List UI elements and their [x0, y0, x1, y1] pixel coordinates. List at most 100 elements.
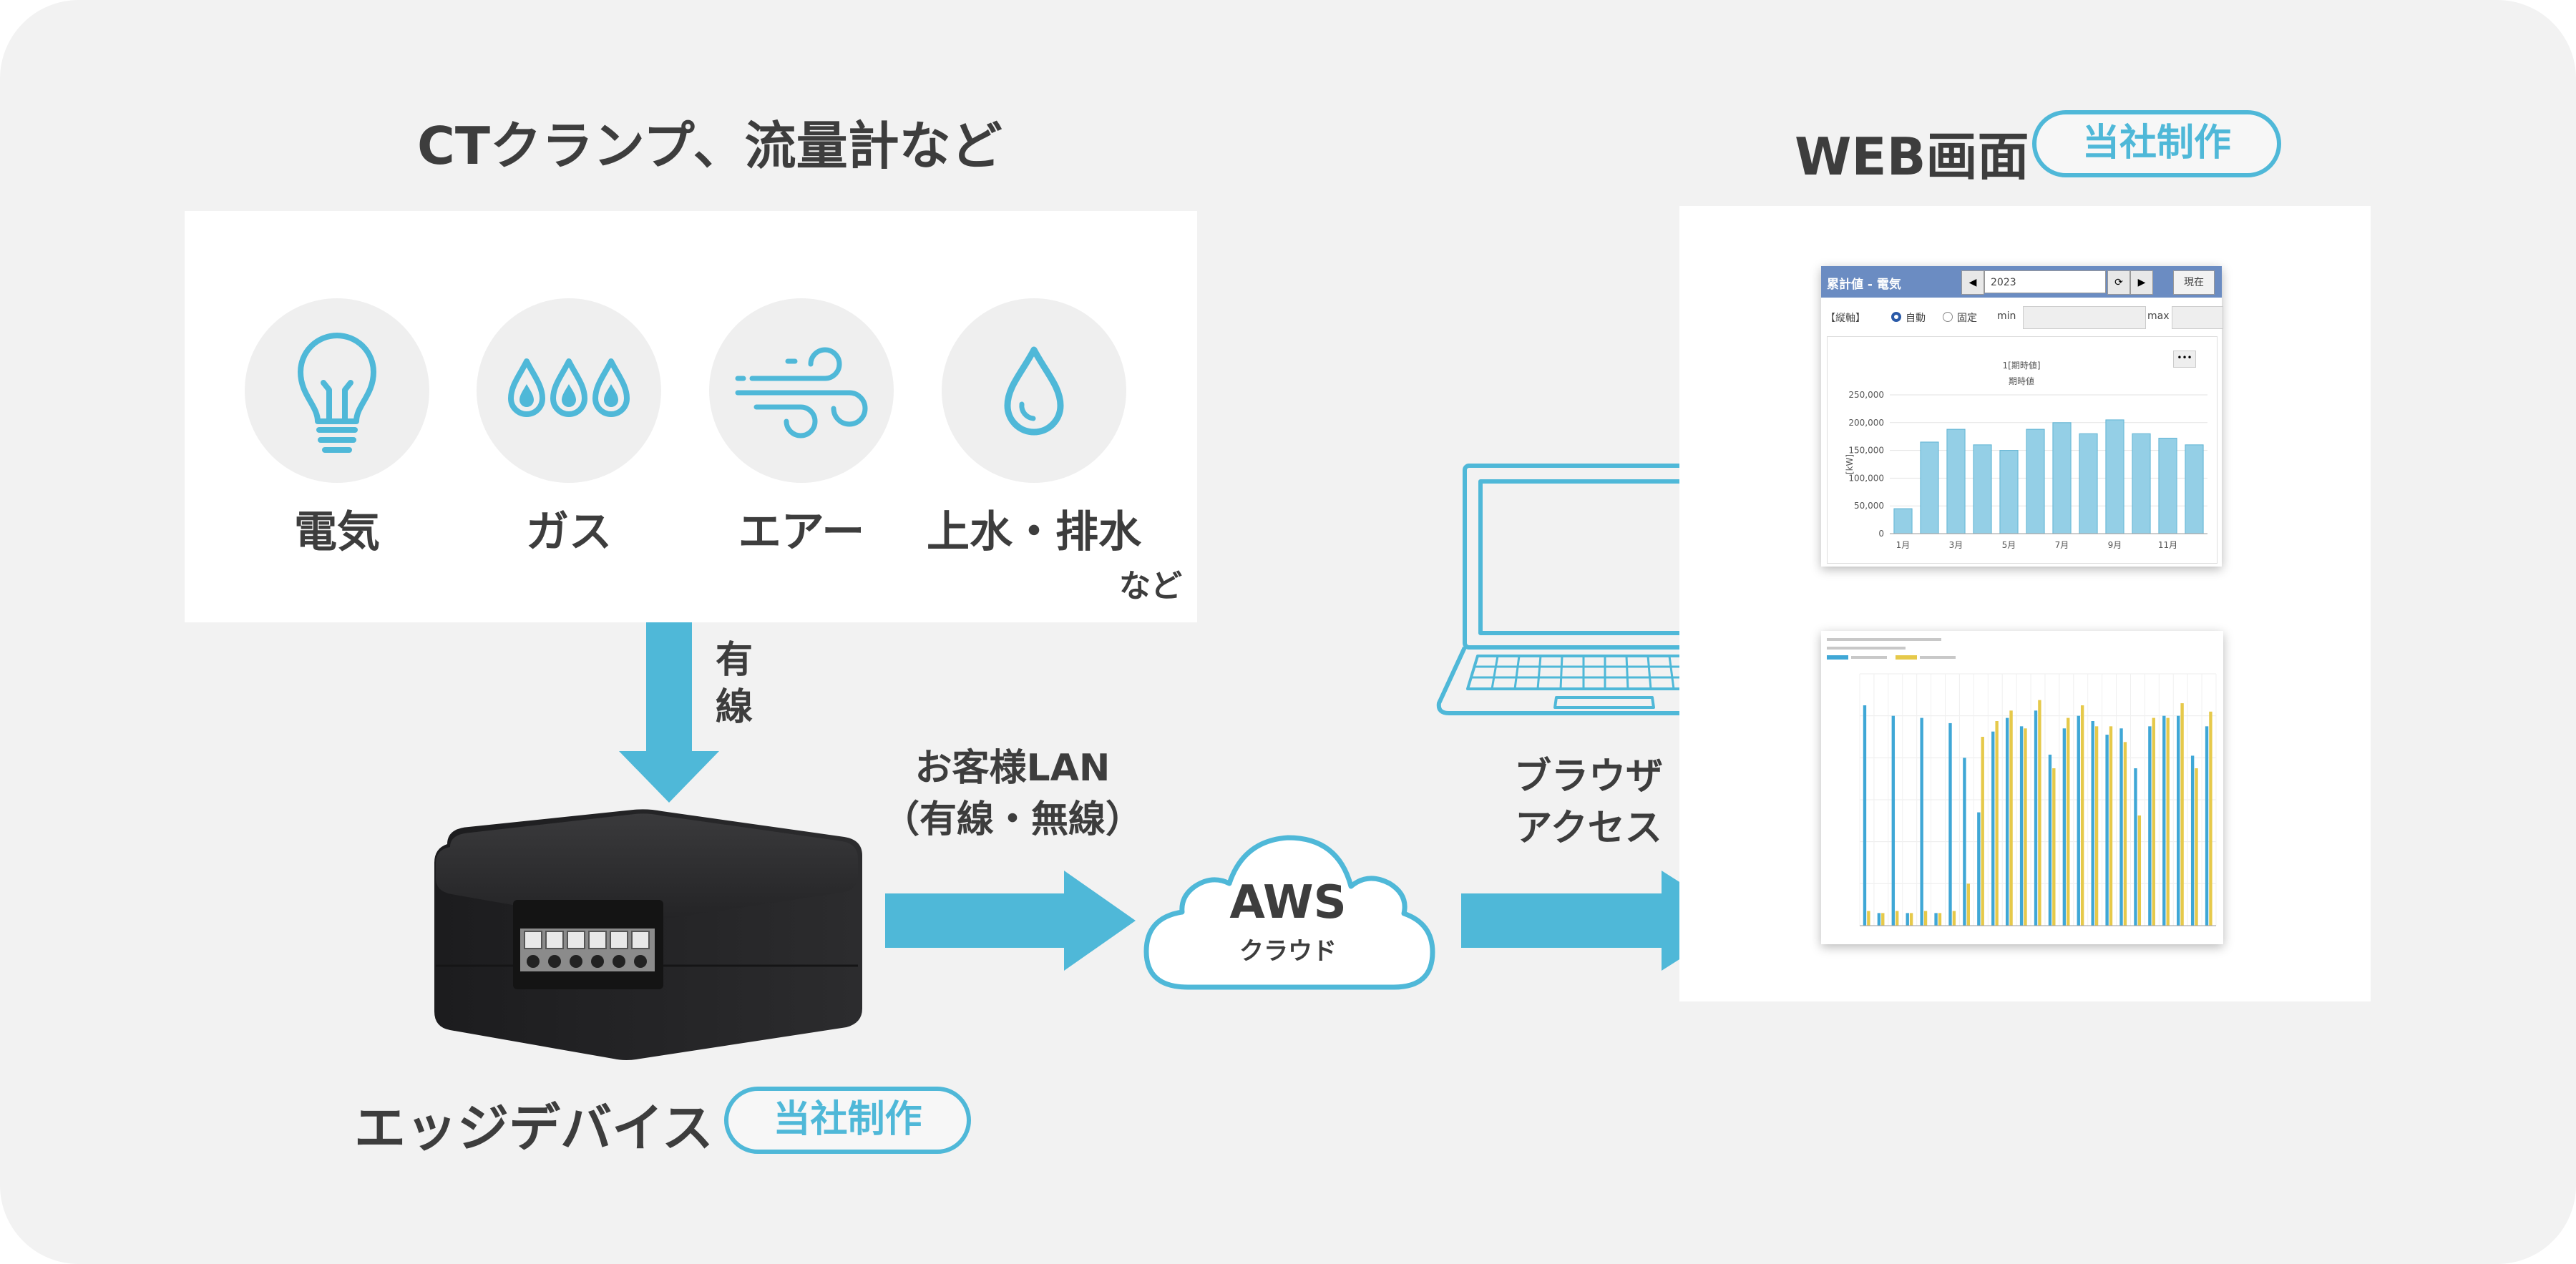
chart2-bar-a	[2190, 755, 2195, 926]
chart1-bar	[2132, 433, 2151, 534]
chart1-xtick-label: 1月	[1896, 540, 1911, 550]
lan-arrow	[885, 871, 1136, 971]
chart2-bar-a	[2205, 726, 2209, 926]
chart1-xtick-label: 11月	[2158, 540, 2177, 550]
chart2-bar-b	[2067, 717, 2070, 926]
chart1-ytick-label: 0	[1878, 529, 1884, 539]
cloud-name: AWS	[1229, 876, 1347, 929]
chart2-bar-a	[2134, 768, 2137, 926]
lan-label-line2: （有線・無線）	[882, 798, 1143, 841]
lan-label-line1: お客様LAN	[914, 747, 1111, 790]
water-label: 上水・排水	[927, 507, 1141, 557]
screen2-legend-swatch-a	[1827, 655, 1848, 660]
chart2-bar-a	[1877, 913, 1881, 926]
screen1-prev-button[interactable]: ◀	[1961, 270, 1984, 295]
screen1-now-button[interactable]: 現在	[2173, 270, 2215, 295]
wired-label: 有 線	[716, 637, 753, 731]
chart2-bar-b	[2152, 717, 2155, 926]
screen2-option-row-2	[1827, 647, 1906, 650]
screen1-legend: 期時値	[2008, 376, 2034, 386]
edge-device-badge: 当社制作	[724, 1087, 971, 1154]
chart1-bar	[1946, 428, 1966, 534]
chart2-bar-a	[1948, 722, 1952, 926]
edge-device-image	[434, 809, 862, 1060]
chart2-bar-b	[1896, 911, 1899, 926]
chart1-bar	[2158, 438, 2177, 534]
chart1-ytick-label: 250,000	[1848, 390, 1884, 400]
chart2-bar-a	[1934, 913, 1938, 926]
screen2-legend-swatch-b	[1896, 655, 1917, 660]
screen1-max-input[interactable]	[2172, 306, 2223, 329]
chart1-bar	[1920, 441, 1939, 534]
chart1-xtick-label: 9月	[2108, 540, 2122, 550]
etc-label: など	[1119, 568, 1182, 604]
screen1-year-field[interactable]: 2023	[1984, 270, 2106, 293]
chart1-bar	[2185, 444, 2204, 534]
screen1-refresh-icon[interactable]: ⟳	[2107, 270, 2130, 295]
chart2-bar-b	[2080, 705, 2084, 926]
chart2-bar-a	[2119, 728, 2123, 926]
water-drop-icon	[1004, 346, 1064, 436]
chart2-bar-b	[1909, 913, 1913, 926]
chart1-xtick-label: 5月	[2002, 540, 2016, 550]
screen1-header-title: 累計値 - 電気	[1827, 278, 1901, 292]
sensors-panel: 電気 ガス	[185, 211, 1197, 622]
chart1-bar	[1999, 450, 2019, 534]
edge-device-title: エッジデバイス	[354, 1098, 713, 1158]
chart2-bar-a	[2177, 715, 2180, 926]
chart2-bar-b	[2094, 726, 2099, 926]
chart2-bar-b	[2052, 768, 2056, 926]
chart2-bar-a	[1991, 731, 1995, 926]
chart2-bar-b	[2024, 728, 2027, 926]
chart1-bar	[1893, 508, 1913, 534]
chart2-bar-a	[2062, 728, 2067, 926]
screen1-range-label: 【縦軸】	[1825, 313, 1865, 324]
chart2-bar-b	[2038, 700, 2041, 926]
chart2-bar-b	[2009, 710, 2013, 926]
chart2-bar-b	[2166, 717, 2170, 926]
chart2-bar-b	[1867, 911, 1870, 926]
electricity-label: 電気	[294, 507, 380, 557]
chart2-bar-a	[2019, 726, 2024, 926]
gas-circle	[477, 298, 661, 483]
sensors-title: CTクランプ、流量計など	[417, 116, 1002, 176]
wired-arrow	[619, 622, 719, 803]
chart2-bar-b	[1952, 911, 1956, 926]
chart1-ytick-label: 50,000	[1854, 501, 1884, 511]
chart1-bar	[2026, 428, 2045, 534]
chart2-bar-b	[2180, 703, 2184, 926]
browser-label: ブラウザ アクセス	[1467, 751, 1710, 854]
screen1-chart-title: 1[期時値]	[2002, 361, 2041, 371]
electricity-circle	[245, 298, 429, 483]
chart1-bar	[2105, 419, 2124, 534]
chart2-bar-a	[2077, 715, 2080, 926]
screen1-next-button[interactable]: ▶	[2130, 270, 2153, 295]
chart2-bar-a	[1863, 705, 1867, 926]
chart2-bar-a	[2105, 735, 2109, 926]
web-panel: 累計値 - 電気 ◀ 2023 ⟳ ▶ 現在 【縦軸】 自動 固定 min ma…	[1679, 206, 2371, 1001]
screen1-menu-button[interactable]: •••	[2173, 351, 2196, 368]
chart2-bar-b	[2137, 815, 2142, 926]
screen1-min-input[interactable]	[2023, 306, 2146, 329]
screen1-auto-radio[interactable]	[1891, 312, 1901, 322]
chart1-bar	[2079, 433, 2098, 534]
screen1-fixed-radio[interactable]	[1943, 312, 1953, 322]
wired-label-line2: 線	[716, 686, 753, 729]
screen2-legend-text-b	[1920, 656, 1956, 659]
chart1-ytick-label: 200,000	[1848, 418, 1884, 428]
air-circle	[709, 298, 894, 483]
gas-drops-icon	[508, 358, 630, 417]
web-title: WEB画面	[1795, 127, 2029, 187]
cloud-sub: クラウド	[1239, 937, 1337, 966]
chart2-bar-a	[2091, 721, 2094, 926]
light-bulb-icon	[298, 333, 376, 453]
chart2-bar-b	[1938, 913, 1942, 926]
browser-label-line2: アクセス	[1515, 807, 1662, 850]
screen1-auto-label: 自動	[1906, 313, 1926, 324]
gas-label: ガス	[526, 507, 612, 557]
web-screenshot-2	[1821, 631, 2223, 944]
chart2-bar-a	[1920, 717, 1923, 926]
chart1-ytick-label: 100,000	[1848, 473, 1884, 483]
